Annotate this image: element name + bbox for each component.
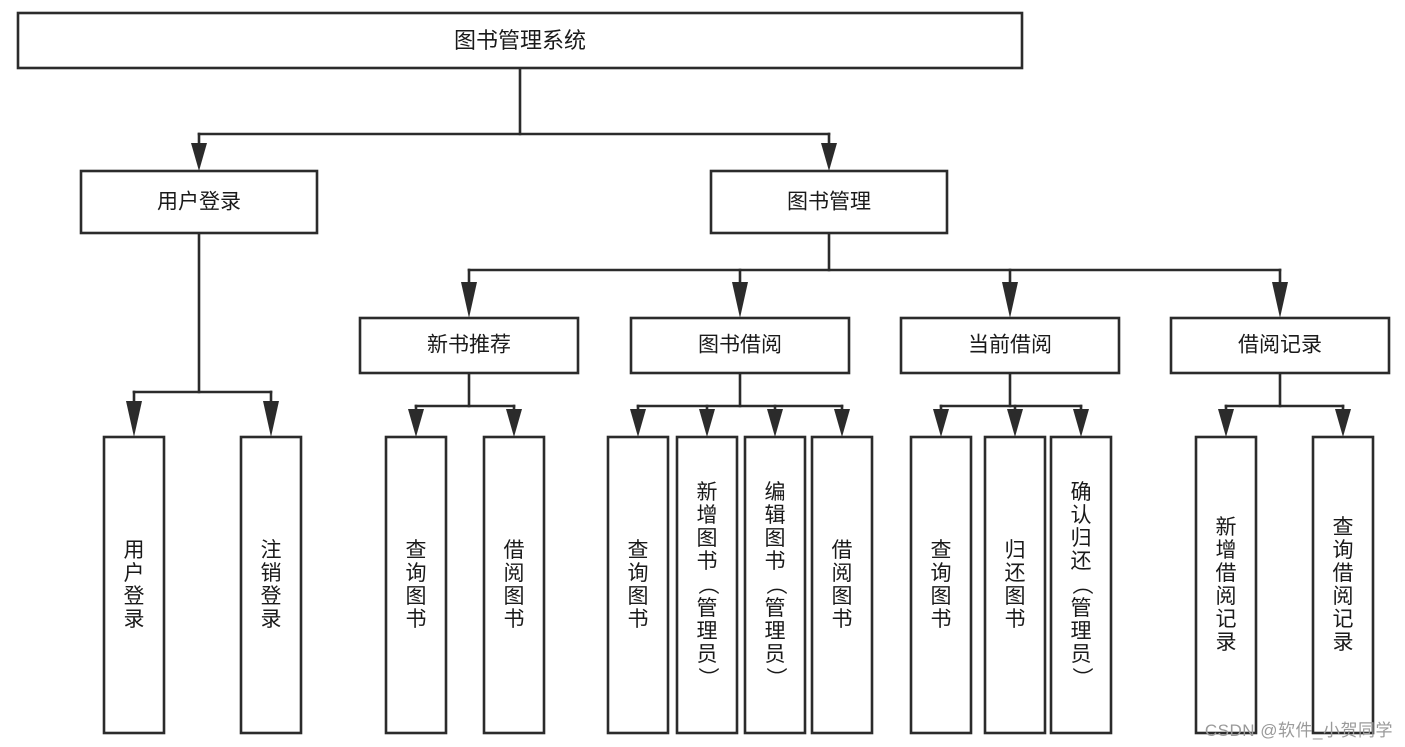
node-leaf-return-book[interactable] [983, 435, 1047, 735]
arrow-head-leaf-add-book-admin [699, 409, 715, 437]
arrow-head-borrow-record [1272, 282, 1288, 318]
node-leaf-edit-book-admin[interactable] [743, 435, 807, 735]
arrow-head-leaf-add-borrow-record [1218, 409, 1234, 437]
arrow-head-leaf-return-book [1007, 409, 1023, 437]
node-leaf-confirm-return-admin-rect[interactable] [1049, 435, 1113, 735]
node-leaf-query-book-current[interactable] [909, 435, 973, 735]
node-leaf-add-borrow-record[interactable] [1194, 435, 1258, 735]
node-borrow-record-label: 借阅记录 [1238, 334, 1322, 357]
node-new-book-recommend[interactable]: 新书推荐 [358, 316, 580, 375]
node-book-management-label: 图书管理 [787, 191, 871, 214]
node-root-rect[interactable] [16, 11, 1024, 70]
connector-group-book-borrow [630, 371, 850, 437]
connector-group-root [191, 66, 837, 171]
node-book-borrow-rect[interactable] [629, 316, 851, 375]
node-leaf-query-book-borrow[interactable] [606, 435, 670, 735]
node-current-borrow[interactable]: 当前借阅 [899, 316, 1121, 375]
arrow-head-leaf-user-login [126, 401, 142, 437]
arrow-head-leaf-edit-book-admin [767, 409, 783, 437]
connector-group-new-book-recommend [408, 371, 522, 437]
node-user-login[interactable]: 用户登录 [79, 169, 319, 235]
connector-group-bookmgmt [461, 231, 1288, 318]
node-book-borrow[interactable]: 图书借阅 [629, 316, 851, 375]
leaf-node-rects [102, 435, 1375, 735]
node-leaf-query-borrow-record[interactable] [1311, 435, 1375, 735]
node-leaf-user-logout[interactable] [239, 435, 303, 735]
arrow-head-leaf-query-borrow-record [1335, 409, 1351, 437]
node-leaf-borrow-book-rec-rect[interactable] [482, 435, 546, 735]
node-leaf-user-login-rect[interactable] [102, 435, 166, 735]
node-new-book-recommend-label: 新书推荐 [427, 334, 511, 357]
node-new-book-recommend-rect[interactable] [358, 316, 580, 375]
arrow-head-leaf-query-book-borrow [630, 409, 646, 437]
arrow-head-leaf-query-book-rec [408, 409, 424, 437]
node-leaf-user-logout-rect[interactable] [239, 435, 303, 735]
node-book-borrow-label: 图书借阅 [698, 334, 782, 357]
node-leaf-edit-book-admin-rect[interactable] [743, 435, 807, 735]
node-leaf-return-book-rect[interactable] [983, 435, 1047, 735]
node-leaf-borrow-book-rect[interactable] [810, 435, 874, 735]
watermark-text: CSDN @软件_小贺同学 [1204, 721, 1393, 740]
arrow-head-bookmgmt [821, 143, 837, 171]
arrow-head-leaf-query-book-current [933, 409, 949, 437]
node-leaf-confirm-return-admin[interactable] [1049, 435, 1113, 735]
node-borrow-record[interactable]: 借阅记录 [1169, 316, 1391, 375]
node-book-management-rect[interactable] [709, 169, 949, 235]
node-book-management[interactable]: 图书管理 [709, 169, 949, 235]
arrow-head-leaf-borrow-book [834, 409, 850, 437]
arrow-head-leaf-confirm-return-admin [1073, 409, 1089, 437]
arrow-head-leaf-borrow-book-rec [506, 409, 522, 437]
node-borrow-record-rect[interactable] [1169, 316, 1391, 375]
arrow-head-current-borrow [1002, 282, 1018, 318]
connector-group-userlogin [126, 231, 279, 437]
node-leaf-user-login[interactable] [102, 435, 166, 735]
arrow-head-userlogin [191, 143, 207, 171]
node-user-login-label: 用户登录 [157, 191, 241, 214]
node-user-login-rect[interactable] [79, 169, 319, 235]
node-root[interactable]: 图书管理系统 [16, 11, 1024, 70]
arrow-head-new-book-recommend [461, 282, 477, 318]
node-leaf-query-book-rec-rect[interactable] [384, 435, 448, 735]
node-leaf-query-book-rec[interactable] [384, 435, 448, 735]
connector-group-borrow-record [1218, 371, 1351, 437]
node-leaf-add-book-admin-rect[interactable] [675, 435, 739, 735]
node-current-borrow-label: 当前借阅 [968, 334, 1052, 357]
node-current-borrow-rect[interactable] [899, 316, 1121, 375]
node-leaf-query-book-borrow-rect[interactable] [606, 435, 670, 735]
node-root-label: 图书管理系统 [454, 28, 586, 53]
node-leaf-query-book-current-rect[interactable] [909, 435, 973, 735]
node-leaf-borrow-book-rec[interactable] [482, 435, 546, 735]
arrow-head-leaf-user-logout [263, 401, 279, 437]
node-leaf-borrow-book[interactable] [810, 435, 874, 735]
node-leaf-query-borrow-record-rect[interactable] [1311, 435, 1375, 735]
arrow-head-book-borrow [732, 282, 748, 318]
node-leaf-add-borrow-record-rect[interactable] [1194, 435, 1258, 735]
node-leaf-add-book-admin[interactable] [675, 435, 739, 735]
connector-group-current-borrow [933, 371, 1089, 437]
